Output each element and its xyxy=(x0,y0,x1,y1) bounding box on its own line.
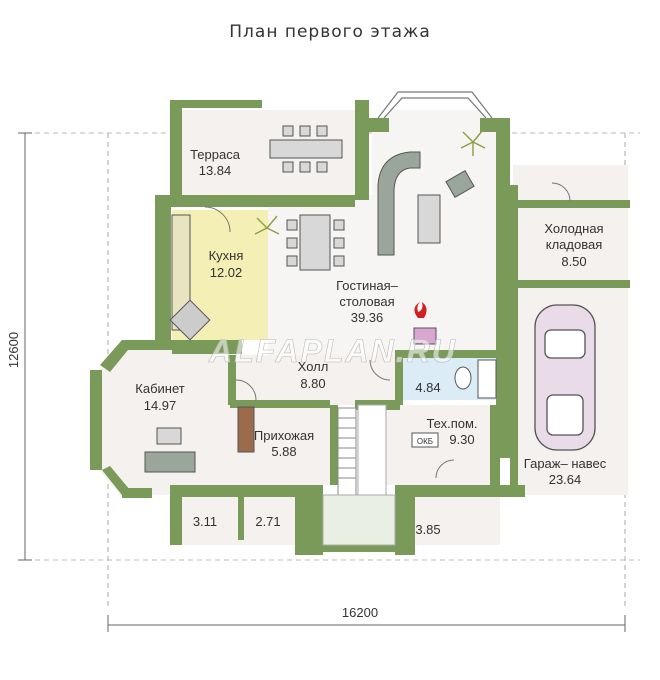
living-table-icon xyxy=(286,214,345,271)
terrace-area: 13.84 xyxy=(199,163,232,178)
plant-icon xyxy=(254,129,486,235)
office-label: Кабинет xyxy=(135,381,184,396)
hall-area: 8.80 xyxy=(300,376,325,391)
porch2-floor xyxy=(400,495,500,545)
office-furniture-icon xyxy=(144,427,196,473)
dining-table-icon xyxy=(269,125,343,173)
dimension-height: 12600 xyxy=(6,332,21,368)
door-swings xyxy=(204,182,571,479)
garage-label: Гараж– навес xyxy=(524,456,607,471)
kitchen-area: 12.02 xyxy=(210,265,243,280)
bath-area: 4.84 xyxy=(415,380,440,395)
bathroom-fixtures xyxy=(454,359,497,399)
hall-floor xyxy=(235,355,395,405)
bay-window xyxy=(377,91,493,119)
tech-label: Тех.пом. xyxy=(426,416,477,431)
small-room-1-area: 3.11 xyxy=(193,514,217,529)
kitchen-label: Кухня xyxy=(209,248,244,263)
watermark: ALFAPLAN.RU xyxy=(208,333,457,369)
hall-label: Холл xyxy=(298,359,329,374)
sofa-icon xyxy=(377,151,475,256)
plan-title: План первого этажа xyxy=(229,22,431,42)
staircase xyxy=(322,404,396,546)
cold-storage-area: 8.50 xyxy=(561,254,586,269)
office-floor xyxy=(95,345,235,495)
small-room-3-area: 3.85 xyxy=(415,522,440,537)
entry-label: Прихожая xyxy=(254,428,314,443)
car-icon xyxy=(534,304,596,451)
fireplace-icon xyxy=(413,302,437,345)
terrace-label: Терраса xyxy=(190,147,241,162)
entry-area: 5.88 xyxy=(271,444,296,459)
boiler-box xyxy=(411,432,439,448)
wardrobe-icon xyxy=(237,406,255,453)
boiler-label: ОКБ xyxy=(417,437,433,446)
office-area: 14.97 xyxy=(144,398,177,413)
dimension-width: 16200 xyxy=(342,605,378,620)
living-area: 39.36 xyxy=(351,310,384,325)
kitchen-counter xyxy=(169,214,211,341)
living-label-1: Гостиная– xyxy=(336,278,399,293)
tech-area: 9.30 xyxy=(449,432,474,447)
garage-area: 23.64 xyxy=(549,472,582,487)
cold-storage-label-2: кладовая xyxy=(546,237,603,252)
cold-storage-label-1: Холодная xyxy=(544,221,603,236)
small-room-2-area: 2.71 xyxy=(255,514,280,529)
living-label-2: столовая xyxy=(339,294,394,309)
